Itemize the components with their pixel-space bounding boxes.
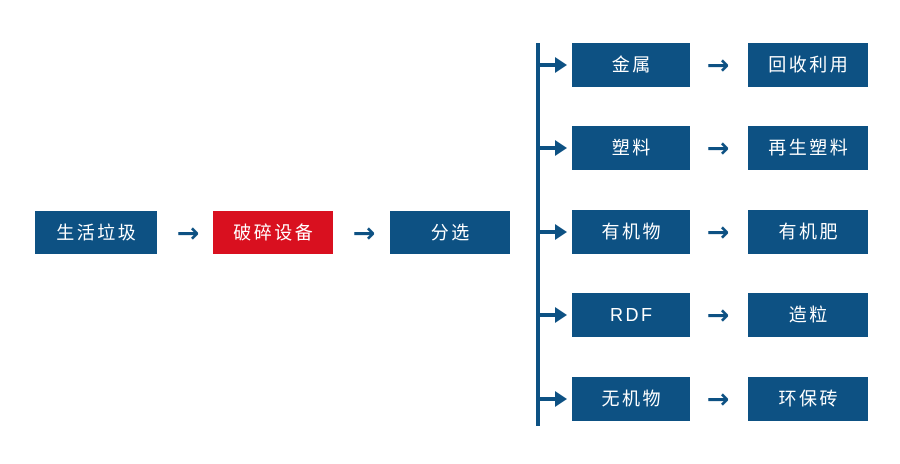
node-branch-product-5[interactable]: 环保砖 [748, 377, 868, 421]
branch-stub-1 [540, 63, 560, 67]
arrow-glyph: → [706, 383, 730, 415]
node-branch-material-2[interactable]: 塑料 [572, 126, 690, 170]
arrow-glyph: → [706, 49, 730, 81]
node-label: 回收利用 [768, 55, 851, 75]
arrow-glyph: → [352, 217, 376, 249]
node-label: 金属 [611, 55, 653, 75]
node-branch-product-2[interactable]: 再生塑料 [748, 126, 868, 170]
node-label: 造粒 [788, 305, 830, 325]
node-branch-product-1[interactable]: 回收利用 [748, 43, 868, 87]
branch-arrowhead-4 [555, 307, 567, 323]
node-branch-material-4[interactable]: RDF [572, 293, 690, 337]
node-label: 塑料 [611, 138, 653, 158]
node-label: 生活垃圾 [56, 222, 139, 243]
node-label: 再生塑料 [768, 138, 851, 158]
branch-arrowhead-3 [555, 224, 567, 240]
arrow-branch-5: → [700, 379, 736, 419]
branch-trunk-line [536, 43, 540, 426]
node-crushing-equipment[interactable]: 破碎设备 [213, 211, 333, 254]
branch-arrowhead-5 [555, 391, 567, 407]
node-label: 有机物 [601, 222, 663, 242]
arrow-branch-4: → [700, 295, 736, 335]
arrow-glyph: → [176, 217, 200, 249]
node-label: RDF [610, 305, 655, 325]
arrow-branch-3: → [700, 212, 736, 252]
branch-stub-5 [540, 397, 560, 401]
arrow-glyph: → [706, 132, 730, 164]
node-label: 破碎设备 [233, 222, 316, 243]
node-label: 环保砖 [778, 389, 840, 409]
node-label: 无机物 [601, 389, 663, 409]
branch-arrowhead-1 [555, 57, 567, 73]
arrow-branch-1: → [700, 45, 736, 85]
arrow-branch-2: → [700, 128, 736, 168]
node-sorting[interactable]: 分选 [390, 211, 510, 254]
node-domestic-waste[interactable]: 生活垃圾 [35, 211, 157, 254]
branch-stub-3 [540, 230, 560, 234]
arrow-glyph: → [706, 299, 730, 331]
arrow-crusher-to-sorting: → [346, 213, 382, 253]
branch-arrowhead-2 [555, 140, 567, 156]
node-branch-product-3[interactable]: 有机肥 [748, 210, 868, 254]
node-label: 分选 [430, 222, 472, 243]
node-branch-material-5[interactable]: 无机物 [572, 377, 690, 421]
arrow-glyph: → [706, 216, 730, 248]
branch-stub-4 [540, 313, 560, 317]
node-label: 有机肥 [778, 222, 840, 242]
node-branch-material-3[interactable]: 有机物 [572, 210, 690, 254]
branch-stub-2 [540, 146, 560, 150]
node-branch-material-1[interactable]: 金属 [572, 43, 690, 87]
node-branch-product-4[interactable]: 造粒 [748, 293, 868, 337]
arrow-waste-to-crusher: → [170, 213, 206, 253]
